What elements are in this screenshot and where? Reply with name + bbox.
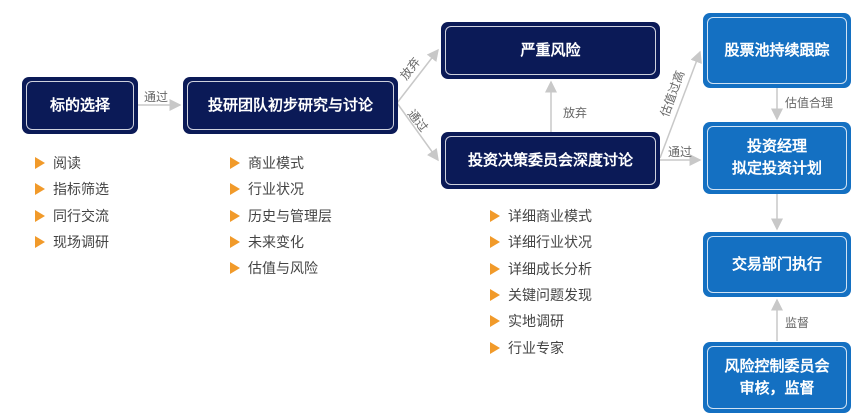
- list-item: 商业模式: [230, 150, 332, 176]
- committee-list: 详细商业模式详细行业状况详细成长分析关键问题发现实地调研行业专家: [490, 203, 592, 361]
- risk-committee-box: 风险控制委员会审核，监督: [703, 342, 851, 413]
- bullet-triangle-icon: [35, 209, 45, 222]
- arrow-committee-to-pool: [659, 50, 702, 159]
- serious-risk-box: 严重风险: [441, 22, 660, 79]
- bullet-triangle-icon: [490, 289, 500, 302]
- list-item: 行业状况: [230, 176, 332, 202]
- list-item-label: 估值与风险: [248, 261, 318, 278]
- edge-label-fair-value: 估值合理: [785, 96, 834, 110]
- bullet-triangle-icon: [230, 157, 240, 170]
- list-item-label: 未来变化: [248, 235, 304, 252]
- bullet-triangle-icon: [490, 341, 500, 354]
- list-item-label: 详细商业模式: [508, 209, 592, 226]
- list-item-label: 指标筛选: [53, 182, 109, 199]
- list-item: 阅读: [35, 150, 109, 176]
- list-item-label: 详细行业状况: [508, 235, 592, 252]
- list-item: 关键问题发现: [490, 282, 592, 308]
- list-item-label: 同行交流: [53, 208, 109, 225]
- list-item-label: 实地调研: [508, 314, 564, 331]
- bullet-triangle-icon: [35, 157, 45, 170]
- edge-label-pass: 通过: [668, 145, 693, 159]
- arrow-research-to-risk: [396, 48, 439, 104]
- committee-box: 投资决策委员会深度讨论: [441, 132, 660, 189]
- box-label: 拟定投资计划: [731, 159, 822, 177]
- list-item-label: 阅读: [53, 156, 81, 173]
- box-label: 投资经理: [746, 137, 807, 156]
- box-label: 投资决策委员会深度讨论: [467, 150, 633, 169]
- list-item: 详细成长分析: [490, 256, 592, 282]
- target-selection-box: 标的选择: [22, 77, 138, 134]
- list-item-label: 现场调研: [53, 235, 109, 252]
- list-item-label: 详细成长分析: [508, 261, 592, 278]
- manager-box: 投资经理拟定投资计划: [703, 122, 851, 194]
- research-list: 商业模式行业状况历史与管理层未来变化估值与风险: [230, 150, 332, 281]
- list-item: 现场调研: [35, 229, 109, 255]
- list-item: 行业专家: [490, 334, 592, 360]
- bullet-triangle-icon: [490, 315, 500, 328]
- list-item: 估值与风险: [230, 255, 332, 281]
- box-label: 审核，监督: [739, 378, 815, 397]
- list-item: 详细行业状况: [490, 229, 592, 255]
- box-label: 标的选择: [49, 95, 110, 114]
- trading-box: 交易部门执行: [703, 232, 851, 297]
- box-label: 风险控制委员会: [724, 356, 830, 375]
- list-item: 指标筛选: [35, 176, 109, 202]
- stock-pool-box: 股票池持续跟踪: [703, 13, 851, 88]
- list-item-label: 行业状况: [248, 182, 304, 199]
- box-label: 严重风险: [520, 40, 581, 59]
- list-item: 历史与管理层: [230, 203, 332, 229]
- bullet-triangle-icon: [230, 183, 240, 196]
- list-item-label: 商业模式: [248, 156, 304, 173]
- list-item: 未来变化: [230, 229, 332, 255]
- bullet-triangle-icon: [230, 209, 240, 222]
- edge-label-pass: 通过: [144, 90, 169, 104]
- bullet-triangle-icon: [490, 236, 500, 249]
- bullet-triangle-icon: [490, 210, 500, 223]
- list-item-label: 行业专家: [508, 340, 564, 357]
- list-item-label: 历史与管理层: [248, 208, 332, 225]
- arrow-research-to-committee: [396, 102, 439, 162]
- bullet-triangle-icon: [35, 236, 45, 249]
- box-label: 投研团队初步研究与讨论: [207, 95, 373, 114]
- list-item: 实地调研: [490, 308, 592, 334]
- bullet-triangle-icon: [230, 262, 240, 275]
- edge-label-supervise: 监督: [785, 316, 810, 330]
- box-label: 交易部门执行: [731, 254, 822, 273]
- list-item-label: 关键问题发现: [508, 288, 592, 305]
- bullet-triangle-icon: [490, 262, 500, 275]
- list-item: 详细商业模式: [490, 203, 592, 229]
- edge-label-abandon: 放弃: [563, 106, 588, 120]
- bullet-triangle-icon: [230, 236, 240, 249]
- list-item: 同行交流: [35, 203, 109, 229]
- selection-list: 阅读指标筛选同行交流现场调研: [35, 150, 109, 255]
- team-research-box: 投研团队初步研究与讨论: [183, 77, 398, 134]
- box-label: 股票池持续跟踪: [724, 40, 830, 59]
- bullet-triangle-icon: [35, 183, 45, 196]
